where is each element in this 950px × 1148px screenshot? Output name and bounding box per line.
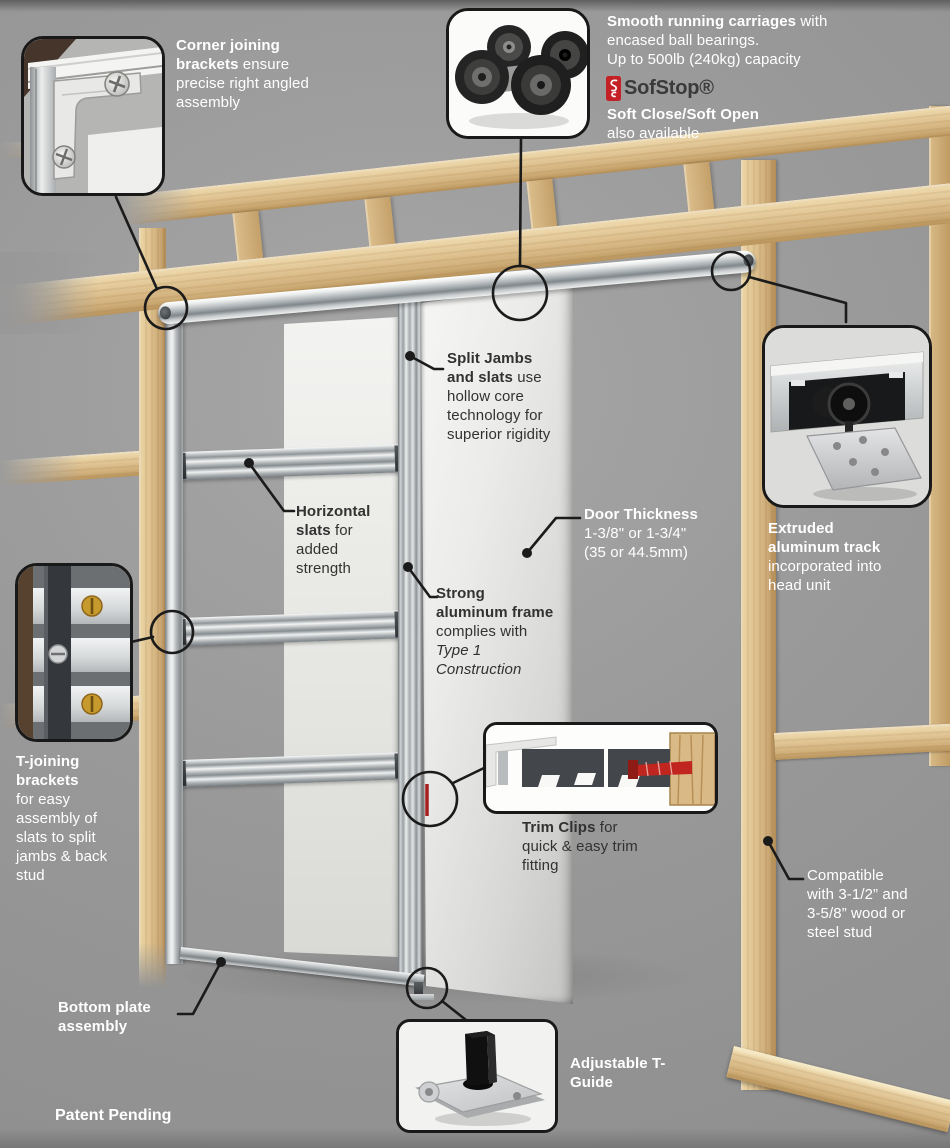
trim-clips-photo (486, 725, 715, 811)
wood-cripple-block (232, 210, 264, 266)
left-split-jamb (165, 316, 183, 964)
trim-clips-inset (483, 722, 718, 814)
sofstop-brand-row: SofStop® (606, 76, 714, 101)
callout-carriages: Smooth running carriages with encased ba… (607, 13, 828, 68)
t-guide-inset (396, 1019, 558, 1133)
callout-corner-joining: Corner joining brackets ensure precise r… (176, 37, 309, 111)
corner-bracket-photo (24, 39, 162, 193)
wood-cripple-block (526, 178, 558, 234)
callout-split-jambs: Split Jambs and slats use hollow core te… (447, 350, 551, 443)
wood-right-rail (774, 723, 950, 760)
bottom-shade-band (0, 1128, 950, 1148)
left-motion-blur-wash (0, 252, 100, 334)
callout-trim-clips: Trim Clips for quick & easy trim fitting (522, 819, 638, 874)
callout-compatible-stud: Compatible with 3-1/2” and 3-5/8” wood o… (807, 867, 908, 941)
t-joining-inset (15, 563, 133, 742)
wood-back-stud (139, 228, 166, 988)
carriage-wheel (511, 55, 571, 115)
callout-adjustable-t-guide: Adjustable T-Guide (570, 1055, 666, 1091)
callout-bottom-plate: Bottom plate assembly (58, 999, 151, 1035)
red-screw (636, 761, 692, 776)
extruded-track-inset (762, 325, 932, 508)
t-guide-plate (408, 994, 434, 1000)
wood-left-rail-upper (0, 450, 151, 486)
extruded-track-photo (765, 328, 929, 505)
patent-pending-label: Patent Pending (55, 1107, 172, 1124)
t-guide-photo (399, 1022, 555, 1130)
split-jamb (398, 292, 422, 984)
sofstop-brand: SofStop® (624, 77, 714, 99)
carriage-wheel (455, 50, 509, 104)
door-panel (421, 281, 573, 1004)
carriages-photo (449, 11, 587, 136)
wood-cripple-block (683, 161, 715, 217)
carriages-inset (446, 8, 590, 139)
top-shade-band (0, 0, 950, 12)
corner-bracket-inset (21, 36, 165, 196)
callout-aluminum-frame: Strong aluminum frame complies with Type… (436, 585, 554, 678)
wood-right-stud (741, 160, 776, 1090)
sofstop-logo-icon (606, 76, 621, 101)
wood-far-right-stud (929, 106, 950, 766)
t-joining-photo (18, 566, 130, 739)
callout-horizontal-slats: Horizontal slats for added strength (296, 503, 371, 577)
callout-extruded-track: Extruded aluminum track incorporated int… (768, 520, 882, 594)
